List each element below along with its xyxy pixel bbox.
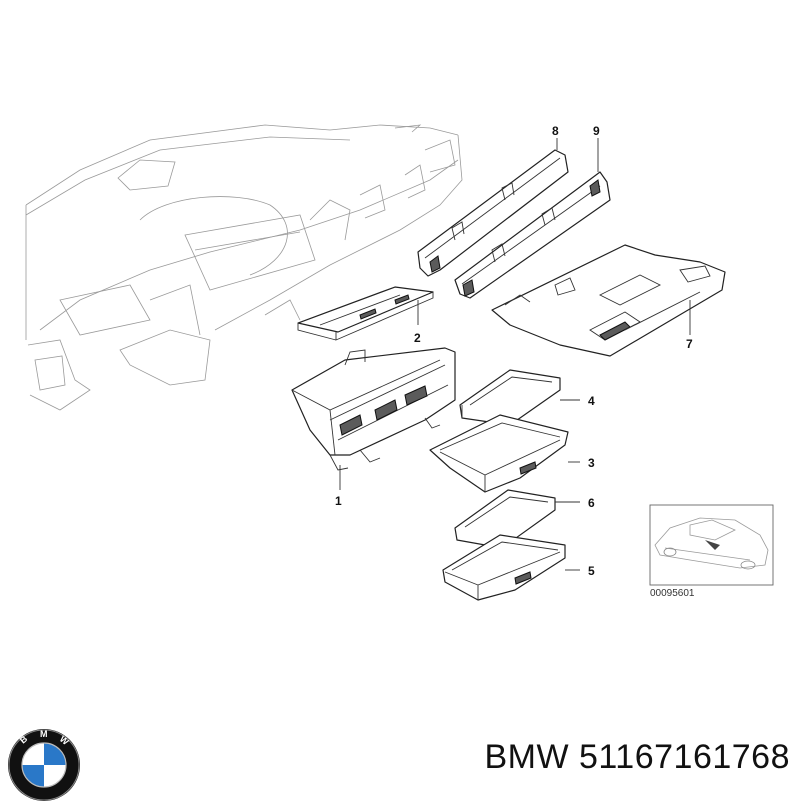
part-1-console-bracket (291, 347, 456, 471)
part-3-tray-box (429, 414, 569, 493)
callout-8: 8 (552, 124, 559, 138)
callout-5: 5 (588, 564, 595, 578)
dashboard-outline (25, 124, 463, 411)
part-5-bottom-box (442, 534, 566, 601)
brand-part-number-label: BMW 51167161768 (484, 738, 790, 777)
leader-lines (339, 138, 691, 571)
part-9-trim-strip (454, 171, 611, 299)
callout-6: 6 (588, 496, 595, 510)
part-7-floor-panel (491, 244, 726, 357)
callout-4: 4 (588, 394, 595, 408)
callout-1: 1 (335, 494, 342, 508)
part-6-small-tray (454, 489, 556, 549)
part-2-cover-plate (297, 286, 434, 341)
callout-2: 2 (414, 331, 421, 345)
callout-9: 9 (593, 124, 600, 138)
svg-text:B: B (18, 733, 30, 745)
callout-7: 7 (686, 337, 693, 351)
brand-maker: BMW (484, 738, 570, 776)
callout-3: 3 (588, 456, 595, 470)
part-4-tray (459, 369, 561, 426)
car-locator-inset (649, 504, 774, 586)
figure-id: 00095601 (650, 588, 695, 599)
bmw-logo: B M W (8, 729, 80, 801)
part-8-trim-strip (417, 149, 569, 277)
brand-part-number: 51167161768 (579, 738, 790, 776)
svg-text:M: M (40, 729, 48, 739)
